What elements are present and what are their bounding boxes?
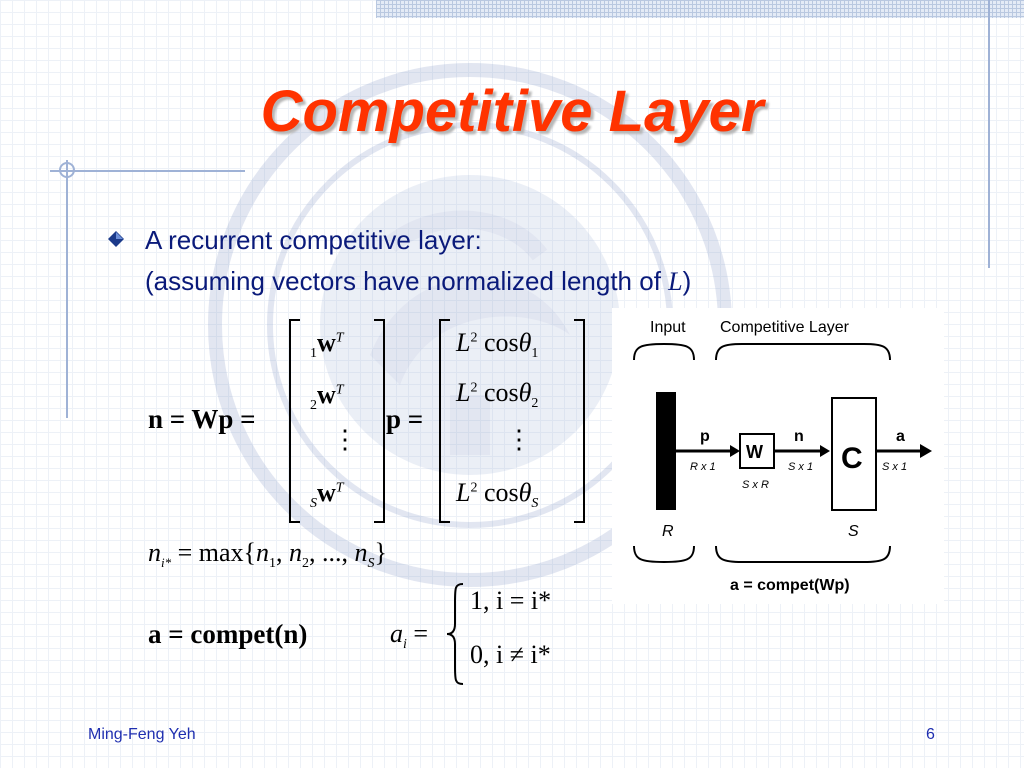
corner-ring-decoration <box>59 162 75 178</box>
weight-row-dots: ⋮ <box>332 425 358 454</box>
piecewise-case-2: 0, i ≠ i* <box>470 640 551 669</box>
diagram-w-label: W <box>746 442 763 462</box>
competitive-layer-diagram: Input Competitive Layer p R x 1 W S x R … <box>612 308 944 604</box>
result-row-s: L2 cosθS <box>456 478 539 512</box>
length-variable: L <box>668 267 683 296</box>
piecewise-lhs: ai = <box>390 619 429 653</box>
result-row-2: L2 cosθ2 <box>456 378 539 412</box>
footer-page-number: 6 <box>926 726 935 743</box>
bullet-text-line2: (assuming vectors have normalized length… <box>145 266 692 296</box>
diagram-p-dim: R x 1 <box>690 461 716 473</box>
footer-author: Ming-Feng Yeh <box>88 726 196 743</box>
piecewise-case-1: 1, i = i* <box>470 586 552 615</box>
result-row-1: L2 cosθ1 <box>456 328 539 362</box>
diagram-caption: a = compet(Wp) <box>730 577 850 594</box>
diagram-layer-label: Competitive Layer <box>720 319 850 336</box>
left-horizontal-rule <box>50 170 245 172</box>
diagram-input-label: Input <box>650 319 686 336</box>
weight-row-s: SwT <box>310 478 344 512</box>
input-bar <box>656 392 676 510</box>
input-top-brace <box>633 342 695 361</box>
diagram-r-label: R <box>662 523 674 540</box>
right-vertical-rule <box>988 0 990 268</box>
diagram-n-label: n <box>794 428 804 445</box>
equation-p-equals: p = <box>386 404 424 434</box>
n-arrow-head <box>820 445 830 457</box>
compet-equation: a = compet(n) <box>148 619 308 649</box>
diagram-a-label: a <box>896 428 905 445</box>
p-arrow-head <box>730 445 740 457</box>
diamond-bullet-icon <box>108 231 124 247</box>
weight-row-2: 2wT <box>310 380 344 414</box>
max-equation: ni* = max{n1, n2, ..., nS} <box>148 538 388 572</box>
left-vertical-rule <box>66 160 68 418</box>
top-decorative-band <box>376 0 1024 18</box>
equation-n-wp-lhs: n = Wp = <box>148 404 256 434</box>
right-matrix-brackets <box>439 319 585 523</box>
diagram-s-label: S <box>848 523 859 540</box>
left-matrix-brackets <box>289 319 385 523</box>
input-bottom-brace <box>633 545 695 564</box>
slide-title: Competitive Layer <box>260 79 764 144</box>
piecewise-brace <box>446 583 464 685</box>
diagram-n-dim: S x 1 <box>788 461 813 473</box>
layer-bottom-brace <box>715 545 891 563</box>
result-row-dots: ⋮ <box>506 425 532 454</box>
diagram-svg: Input Competitive Layer p R x 1 W S x R … <box>633 319 932 594</box>
bullet-text-line1: A recurrent competitive layer: <box>145 225 482 255</box>
weight-row-1: 1wT <box>310 328 344 362</box>
compet-box <box>831 397 877 511</box>
diagram-a-dim: S x 1 <box>882 461 907 473</box>
a-arrow-head <box>920 444 932 458</box>
diagram-p-label: p <box>700 428 710 445</box>
layer-top-brace <box>715 343 891 361</box>
diagram-c-label: C <box>841 442 863 475</box>
diagram-w-dim: S x R <box>742 479 769 491</box>
